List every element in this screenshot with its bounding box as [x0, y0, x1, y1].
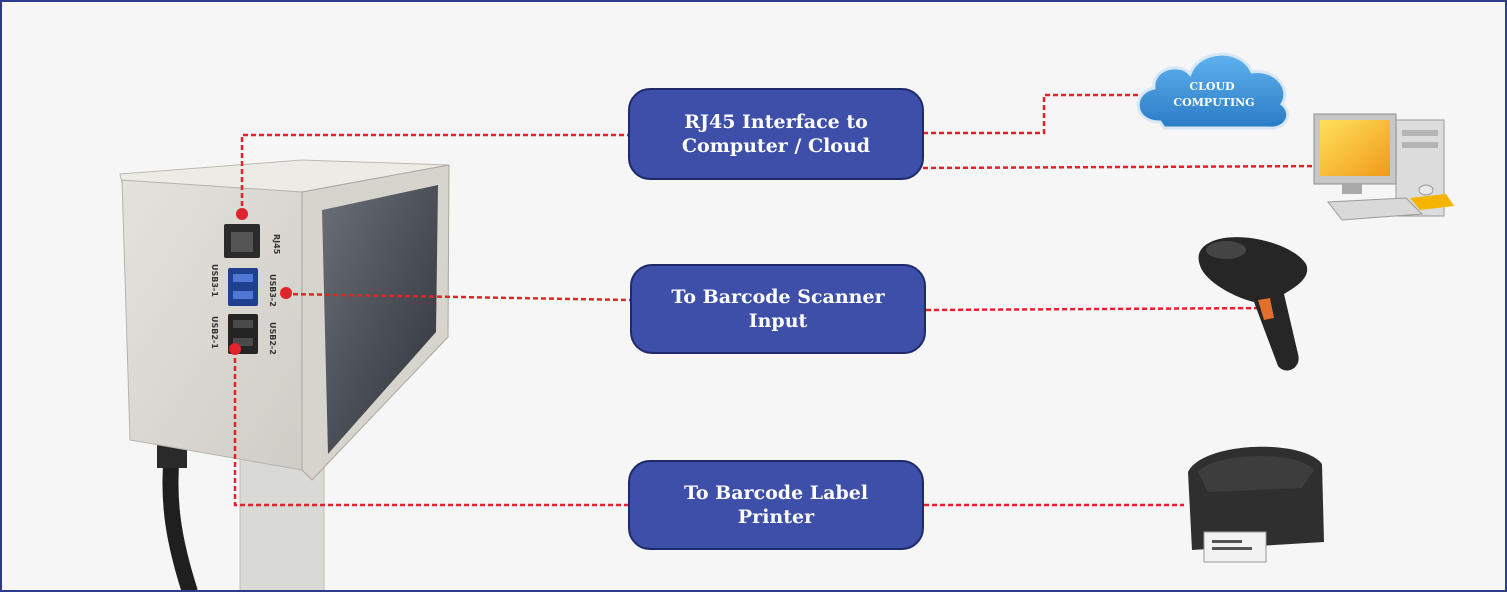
scanner-callout-label: To Barcode Scanner Input — [671, 286, 885, 332]
rj45-callout-label: RJ45 Interface to Computer / Cloud — [681, 111, 871, 157]
barcode-scanner-callout: To Barcode Scanner Input — [630, 264, 926, 354]
scanner-output-line — [925, 306, 1271, 312]
rj45-socket — [231, 232, 253, 252]
cloud-label-line2: COMPUTING — [1173, 96, 1254, 109]
printer-lid — [1198, 455, 1314, 492]
mouse-pad — [1410, 194, 1454, 210]
tower-drive-2 — [1402, 142, 1438, 148]
usb2-slot-1 — [233, 320, 253, 328]
monitor-screen — [1320, 120, 1390, 176]
usb3-ports — [228, 268, 258, 306]
rj45-connector-line — [240, 133, 628, 214]
label-printer-callout: To Barcode Label Printer — [628, 460, 924, 550]
tower-drive-1 — [1402, 130, 1438, 136]
printer-input-line — [233, 350, 628, 507]
usb3-connection-dot — [280, 287, 292, 299]
usb2-connection-dot — [229, 343, 241, 355]
barcode-scanner-icon — [1198, 237, 1308, 371]
label-line-2 — [1212, 547, 1252, 550]
mouse — [1418, 184, 1434, 196]
monitor-stand — [1342, 184, 1362, 194]
computer-connector-line — [922, 164, 1331, 170]
cloud-shape — [1136, 52, 1290, 130]
keyboard — [1327, 197, 1424, 221]
port-label-usb2-1: USB2-1 — [210, 316, 219, 349]
connector-lines — [233, 93, 1331, 507]
touch-screen — [322, 185, 438, 454]
label-printer-icon — [1188, 446, 1324, 563]
usb2-slot-2 — [233, 338, 253, 346]
usb3-slot-1 — [233, 274, 253, 282]
scanner-window — [1206, 241, 1246, 259]
scanner-body — [1198, 237, 1308, 371]
scanner-input-line — [284, 292, 631, 302]
rj45-interface-callout: RJ45 Interface to Computer / Cloud — [628, 88, 924, 180]
cloud-connector-line — [923, 93, 1144, 135]
label-line-1 — [1212, 540, 1242, 543]
port-label-rj45: RJ45 — [272, 234, 281, 255]
cloud-label-line1: CLOUD — [1189, 80, 1235, 93]
port-label-usb3-2: USB3-2 — [268, 274, 277, 307]
power-cable — [162, 451, 198, 590]
hmi-device-icon: RJ45 USB3-1 USB3-2 USB2-1 USB2-2 — [119, 159, 450, 590]
desktop-computer-icon — [1313, 113, 1454, 221]
rj45-connection-dot — [236, 208, 248, 220]
cloud-icon: CLOUD COMPUTING — [1136, 52, 1290, 130]
scanner-trigger — [1258, 298, 1274, 320]
printer-callout-label: To Barcode Label Printer — [683, 482, 869, 528]
port-label-usb2-2: USB2-2 — [268, 322, 277, 355]
port-label-usb3-1: USB3-1 — [210, 264, 219, 297]
usb3-slot-2 — [233, 291, 253, 299]
